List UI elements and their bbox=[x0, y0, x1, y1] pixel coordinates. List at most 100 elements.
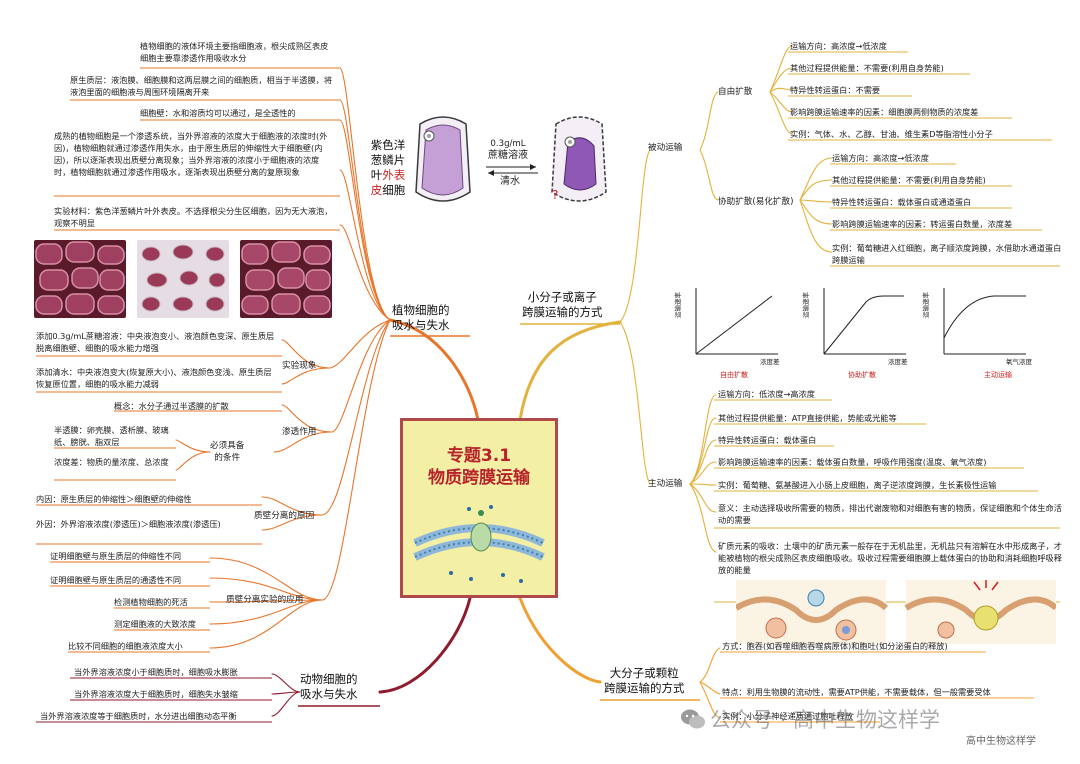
plant-note-3: 细胞壁：水和溶质均可以通过，是全透性的 bbox=[140, 108, 296, 118]
branch-plant-cell: 植物细胞的 吸水与失水 bbox=[392, 303, 450, 333]
facilitated-item-4: 影响跨膜运输速率的因素：转运蛋白数量，浓度差 bbox=[832, 219, 1013, 229]
onion-label-3a: 叶 bbox=[370, 168, 383, 182]
free-item-3: 特异性转运蛋白：不需要 bbox=[790, 85, 881, 95]
application-item-1: 证明细胞壁与原生质层的伸缩性不同 bbox=[50, 551, 182, 561]
experiment-item-2: 添加清水：中央液泡变大(恢复原大小)、液泡颜色变浅、原生质层恢复原位置，细胞的吸… bbox=[36, 367, 272, 389]
free-item-2: 其他过程提供能量：不需要(利用自身势能) bbox=[790, 63, 944, 73]
onion-label-1: 紫色洋 bbox=[370, 138, 406, 152]
branch-animal-line2: 吸水与失水 bbox=[300, 687, 358, 701]
branch-small-molecule: 小分子或离子 跨膜运输的方式 bbox=[522, 290, 603, 320]
sucrose-conc: 0.3g/mL bbox=[490, 139, 526, 149]
onion-label-2: 葱鳞片 bbox=[370, 153, 406, 167]
arrow-water-label: 清水 bbox=[500, 176, 520, 187]
branch-animal-cell: 动物细胞的 吸水与失水 bbox=[300, 672, 358, 702]
passive-label: 被动运输 bbox=[648, 143, 683, 153]
application-item-2: 证明细胞壁与原生质层的通透性不同 bbox=[50, 575, 182, 585]
facilitated-item-5: 实例：葡萄糖进入红细胞，离子顺浓度跨膜，水借助水通道蛋白跨膜运输 bbox=[832, 243, 1062, 265]
topic-name: 物质跨膜运输 bbox=[428, 468, 530, 488]
graph-active-transport bbox=[943, 288, 1026, 355]
osmosis-label: 渗透作用 bbox=[282, 427, 317, 437]
graph-facilitated-diffusion bbox=[823, 288, 906, 355]
experiment-item-1: 添加0.3g/mL蔗糖溶液：中央液泡变小、液泡颜色变深、原生质层脱离细胞壁、细胞… bbox=[36, 331, 275, 353]
central-topic: 专题3.1 物质跨膜运输 bbox=[400, 418, 558, 598]
branch-plant-line2: 吸水与失水 bbox=[392, 318, 450, 332]
graph1-caption: 自由扩散 bbox=[720, 371, 748, 379]
graph2-xlabel: 浓度差 bbox=[888, 358, 908, 366]
plasmolysis-photo-2 bbox=[137, 240, 229, 318]
animal-item-3: 当外界溶液浓度等于细胞质时，水分进出细胞动态平衡 bbox=[40, 711, 237, 721]
question-mark: ? bbox=[552, 188, 559, 202]
branch-animal-line1: 动物细胞的 bbox=[300, 672, 358, 686]
active-item-6: 意义：主动选择吸收所需要的物质，排出代谢废物和对细胞有害的物质，保证细胞和个体生… bbox=[718, 503, 1062, 525]
plasmolysis-photo-1 bbox=[34, 240, 126, 318]
wechat-icon bbox=[681, 709, 705, 729]
graph3-caption: 主动运输 bbox=[984, 371, 1012, 379]
branch-large-line1: 大分子或颗粒 bbox=[609, 666, 679, 680]
graph1-ylabel: 运输速率 bbox=[674, 292, 682, 318]
osmosis-conditions-label: 必须具备 的条件 bbox=[210, 440, 244, 464]
conditions-label-1: 必须具备 bbox=[210, 441, 245, 451]
free-item-1: 运输方向：高浓度→低浓度 bbox=[790, 41, 887, 51]
application-label: 质壁分离实验的应用 bbox=[226, 595, 304, 605]
facilitated-item-2: 其他过程提供能量：不需要(利用自身势能) bbox=[832, 175, 986, 185]
watermark-main: 公众号 · 高中生物这样学 bbox=[710, 708, 941, 732]
plasmolysis-photo-3 bbox=[240, 240, 332, 318]
osmosis-condition-2: 浓度差：物质的量浓度、总浓度 bbox=[54, 457, 169, 467]
graph2-ylabel: 运输速率 bbox=[802, 292, 810, 318]
onion-label-3b: 外表 bbox=[382, 168, 406, 182]
onion-label-3: 叶外表 bbox=[360, 168, 416, 183]
topic-title: 专题3.1 物质跨膜运输 bbox=[403, 445, 555, 489]
active-item-1: 运输方向：低浓度→高浓度 bbox=[718, 389, 815, 399]
cause-item-1: 内因：原生质层的伸缩性＞细胞壁的伸缩性 bbox=[36, 494, 192, 504]
active-item-2: 其他过程提供能量：ATP直接供能，势能或光能等 bbox=[718, 413, 897, 423]
active-item-5: 实例：葡萄糖、氨基酸进入小肠上皮细胞，离子逆浓度跨膜，生长素极性运输 bbox=[718, 480, 997, 490]
topic-number: 专题3.1 bbox=[446, 446, 512, 466]
arrow-sucrose-label: 0.3g/mL 蔗糖溶液 bbox=[488, 138, 528, 162]
active-item-3: 特异性转运蛋白：载体蛋白 bbox=[718, 435, 817, 445]
plant-note-4: 成熟的植物细胞是一个渗透系统，当外界溶液的浓度大于细胞液的浓度时(外因)，植物细… bbox=[54, 131, 328, 177]
onion-label-4b: 细胞 bbox=[382, 183, 406, 197]
plant-note-2: 原生质层：液泡膜、细胞膜和这两层膜之间的细胞质，相当于半透膜，将液泡里面的细胞液… bbox=[70, 75, 333, 97]
graph2-caption: 协助扩散 bbox=[848, 371, 876, 379]
graph3-ylabel: 运输速率 bbox=[922, 292, 930, 318]
large-item-2: 特点：利用生物膜的流动性，需要ATP供能，不需要载体，但一般需要受体 bbox=[722, 687, 991, 697]
application-item-5: 比较不同细胞的细胞液浓度大小 bbox=[68, 641, 183, 651]
active-item-7: 矿质元素的吸收：土壤中的矿质元素一般存在于无机盐里，无机盐只有溶解在水中形成离子… bbox=[718, 541, 1062, 575]
onion-cell-label: 紫色洋 葱鳞片 叶外表 皮细胞 bbox=[360, 138, 416, 198]
free-item-5: 实例：气体、水、乙醇、甘油、维生素D等脂溶性小分子 bbox=[790, 129, 993, 139]
plant-cell-plasmolyzed bbox=[551, 116, 607, 202]
free-diffusion-label: 自由扩散 bbox=[718, 87, 753, 97]
plant-note-5: 实验材料：紫色洋葱鳞片叶外表皮。不选择根尖分生区细胞，因为无大液泡，观察不明显 bbox=[54, 206, 333, 228]
endocytosis-illustration bbox=[736, 580, 1056, 644]
cause-label: 质壁分离的原因 bbox=[254, 511, 315, 521]
swap-arrows-icon bbox=[486, 164, 538, 176]
experiment-label: 实验现象 bbox=[282, 361, 317, 371]
application-item-3: 检测植物细胞的死活 bbox=[114, 597, 188, 607]
active-transport-label: 主动运输 bbox=[648, 479, 683, 489]
facilitated-item-1: 运输方向：高浓度→低浓度 bbox=[832, 153, 929, 163]
branch-plant-line1: 植物细胞的 bbox=[392, 303, 450, 317]
large-item-3: 实例：小分子神经递质通过胞吐释放 bbox=[722, 711, 854, 721]
animal-item-1: 当外界溶液浓度小于细胞质时，细胞吸水膨胀 bbox=[74, 667, 238, 677]
large-item-1: 方式：胞吞(如吞噬细胞吞噬病原体)和胞吐(如分泌蛋白的释放) bbox=[722, 641, 948, 651]
active-item-4: 影响跨膜运输速率的因素：载体蛋白数量，呼吸作用强度(温度、氧气浓度) bbox=[718, 457, 987, 467]
plant-cell-normal bbox=[415, 116, 471, 202]
onion-label-4a: 皮 bbox=[370, 183, 383, 197]
plant-note-1: 植物细胞的液体环境主要指细胞液，根尖成熟区表皮细胞主要靠渗透作用吸收水分 bbox=[140, 41, 329, 63]
onion-label-4: 皮细胞 bbox=[360, 183, 416, 198]
graph3-xlabel: 氧气浓度 bbox=[1006, 358, 1032, 366]
facilitated-diffusion-label: 协助扩散(易化扩散) bbox=[718, 197, 794, 207]
sucrose-name: 蔗糖溶液 bbox=[488, 150, 528, 161]
branch-large-line2: 跨膜运输的方式 bbox=[604, 681, 685, 695]
free-item-4: 影响跨膜运输速率的因素：细胞膜两侧物质的浓度差 bbox=[790, 107, 979, 117]
branch-small-line2: 跨膜运输的方式 bbox=[522, 305, 603, 319]
cell-membrane-illustration bbox=[413, 505, 545, 583]
animal-item-2: 当外界溶液浓度大于细胞质时，细胞失水皱缩 bbox=[74, 689, 238, 699]
facilitated-item-3: 特异性转运蛋白：载体蛋白或通道蛋白 bbox=[832, 197, 972, 207]
conditions-label-2: 的条件 bbox=[214, 453, 241, 463]
graph-free-diffusion bbox=[695, 288, 778, 355]
application-item-4: 测定细胞液的大致浓度 bbox=[114, 619, 196, 629]
branch-small-line1: 小分子或离子 bbox=[527, 290, 597, 304]
watermark-sub: 高中生物这样学 bbox=[966, 736, 1036, 747]
